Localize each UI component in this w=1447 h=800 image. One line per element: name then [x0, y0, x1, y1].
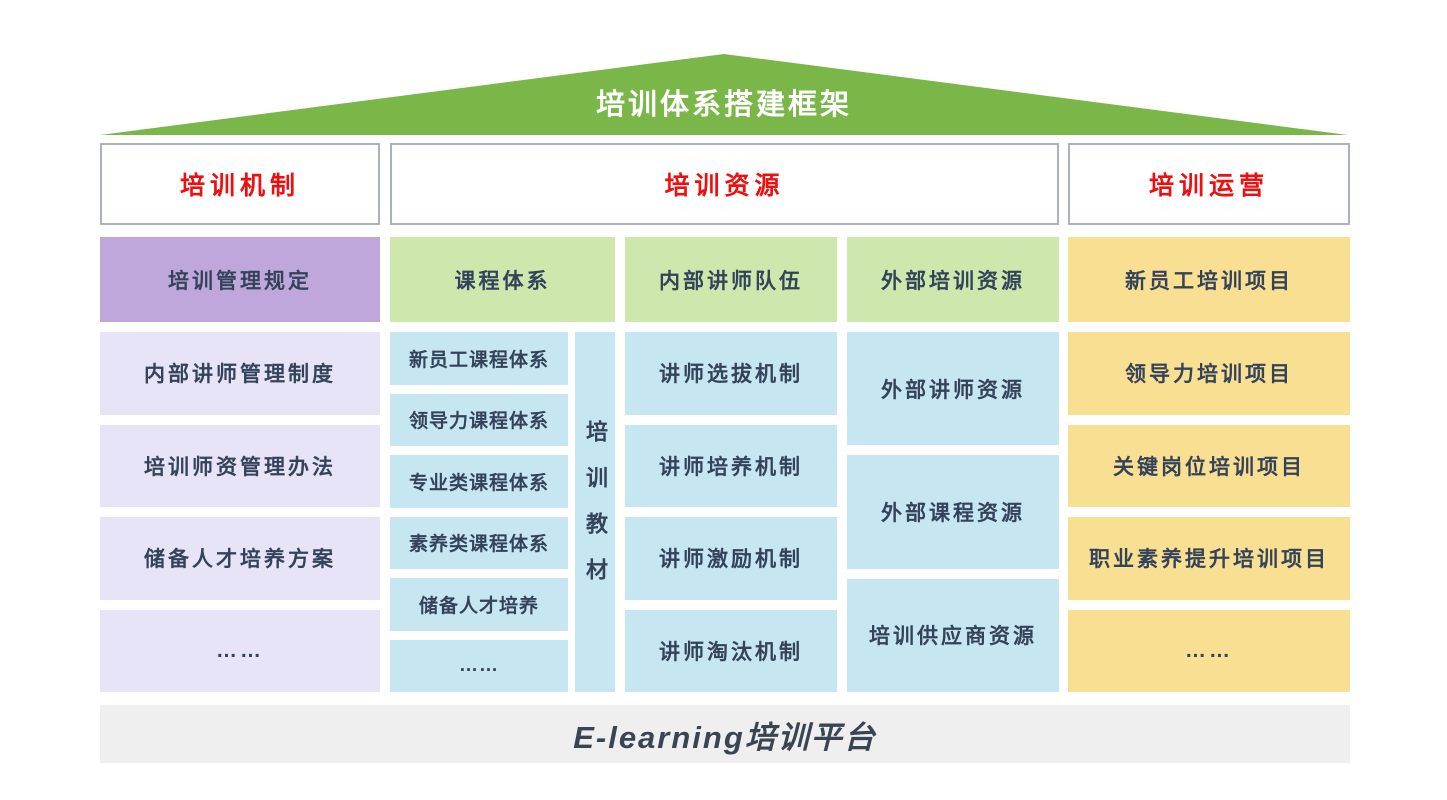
course-system-stack: 新员工课程体系 领导力课程体系 专业类课程体系 素养类课程体系 储备人才培养 ……	[390, 332, 568, 692]
node-trainer-incentive-mechanism: 讲师激励机制	[625, 517, 837, 600]
node-training-materials-strip: 培训教材	[575, 332, 615, 692]
resource-group-headers: 课程体系 内部讲师队伍 外部培训资源	[390, 237, 1059, 322]
mechanism-column: 培训管理规定 内部讲师管理制度 培训师资管理办法 储备人才培养方案 ……	[100, 237, 380, 692]
node-training-management-rules: 培训管理规定	[100, 237, 380, 322]
node-trainer-selection-mechanism: 讲师选拔机制	[625, 332, 837, 415]
operations-column: 新员工培训项目 领导力培训项目 关键岗位培训项目 职业素养提升培训项目 ……	[1068, 237, 1350, 692]
node-leadership-training-program: 领导力培训项目	[1068, 332, 1350, 415]
node-leadership-course-system: 领导力课程体系	[390, 393, 568, 446]
category-header-row: 培训机制 培训资源 培训运营	[100, 143, 1350, 225]
node-training-faculty-management-measures: 培训师资管理办法	[100, 424, 380, 507]
node-key-position-training-program: 关键岗位培训项目	[1068, 424, 1350, 507]
elearning-platform-label: E-learning培训平台	[573, 719, 877, 755]
external-resources-group: 外部讲师资源 外部课程资源 培训供应商资源	[847, 332, 1059, 692]
node-course-ellipsis: ……	[390, 639, 568, 692]
node-reserve-talent-cultivation: 储备人才培养	[390, 578, 568, 631]
node-new-employee-training-program: 新员工培训项目	[1068, 237, 1350, 322]
node-new-employee-course-system: 新员工课程体系	[390, 332, 568, 385]
course-system-group: 新员工课程体系 领导力课程体系 专业类课程体系 素养类课程体系 储备人才培养 ……	[390, 332, 615, 692]
node-external-trainer-resources: 外部讲师资源	[847, 332, 1059, 446]
header-training-resources: 培训资源	[390, 143, 1059, 225]
diagram-body: 培训管理规定 内部讲师管理制度 培训师资管理办法 储备人才培养方案 …… 课程体…	[100, 237, 1350, 692]
group-header-external-training-resources: 外部培训资源	[847, 237, 1059, 322]
node-trainer-elimination-mechanism: 讲师淘汰机制	[625, 609, 837, 692]
resources-column: 课程体系 内部讲师队伍 外部培训资源 新员工课程体系 领导力课程体系 专业类课程…	[390, 237, 1059, 692]
node-professional-course-system: 专业类课程体系	[390, 455, 568, 508]
node-operations-ellipsis: ……	[1068, 609, 1350, 692]
group-header-internal-trainer-team: 内部讲师队伍	[625, 237, 837, 322]
node-internal-trainer-management-system: 内部讲师管理制度	[100, 332, 380, 415]
internal-trainer-group: 讲师选拔机制 讲师培养机制 讲师激励机制 讲师淘汰机制	[625, 332, 837, 692]
node-reserve-talent-development-plan: 储备人才培养方案	[100, 517, 380, 600]
node-training-supplier-resources: 培训供应商资源	[847, 578, 1059, 692]
header-training-mechanism: 培训机制	[100, 143, 380, 225]
node-competency-course-system: 素养类课程体系	[390, 516, 568, 569]
header-training-operations: 培训运营	[1068, 143, 1350, 225]
elearning-platform-bar: E-learning培训平台	[100, 705, 1350, 763]
node-professional-quality-training-program: 职业素养提升培训项目	[1068, 517, 1350, 600]
node-mechanism-ellipsis: ……	[100, 609, 380, 692]
group-header-course-system: 课程体系	[390, 237, 615, 322]
diagram-title: 培训体系搭建框架	[595, 89, 852, 121]
roof-shape: 培训体系搭建框架	[100, 54, 1348, 135]
node-trainer-development-mechanism: 讲师培养机制	[625, 424, 837, 507]
node-external-course-resources: 外部课程资源	[847, 455, 1059, 569]
resource-group-bodies: 新员工课程体系 领导力课程体系 专业类课程体系 素养类课程体系 储备人才培养 ……	[390, 332, 1059, 692]
